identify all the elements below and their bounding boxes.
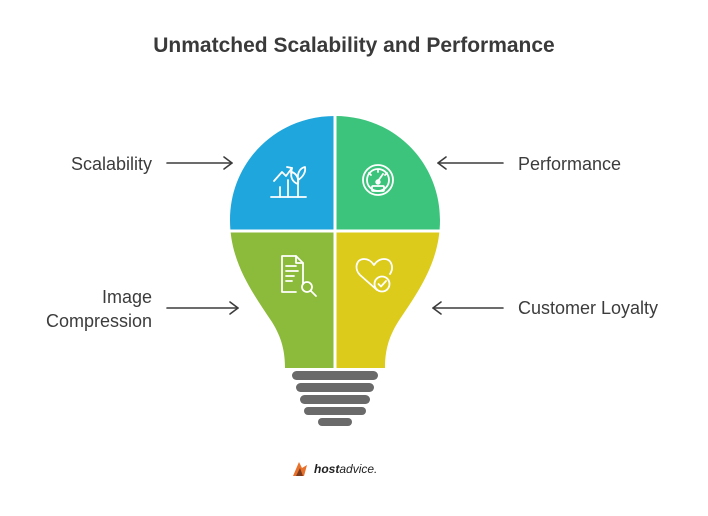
label-image-compression-line1: Image	[101, 287, 152, 307]
arrow-customer-loyalty	[432, 301, 504, 315]
base-ring	[296, 383, 374, 392]
bulb-base	[292, 371, 378, 426]
label-image-compression-line2: Compression	[45, 311, 152, 331]
page-title: Unmatched Scalability and Performance	[153, 34, 555, 57]
document-search-icon	[281, 255, 317, 297]
quadrant-scalability	[230, 116, 335, 231]
quadrant-customer-loyalty	[335, 231, 440, 368]
brand-name: hostadvice.	[314, 462, 378, 476]
hostadvice-logo-icon	[293, 462, 307, 476]
quadrant-image-compression	[230, 231, 335, 368]
base-ring	[292, 371, 378, 380]
arrow-scalability	[166, 156, 233, 170]
base-ring	[318, 418, 352, 426]
arrow-performance	[437, 156, 504, 170]
label-image-compression: Image Compression	[46, 285, 152, 333]
base-ring	[300, 395, 370, 404]
label-customer-loyalty: Customer Loyalty	[518, 298, 659, 318]
label-scalability: Scalability	[70, 154, 152, 174]
growth-chart-icon	[270, 166, 307, 198]
heart-check-icon	[355, 258, 393, 293]
base-ring	[304, 407, 366, 415]
label-performance: Performance	[518, 154, 622, 174]
footer-brand: hostadvice.	[290, 458, 377, 480]
speedometer-icon	[362, 164, 394, 196]
arrow-image-compression	[166, 301, 239, 315]
